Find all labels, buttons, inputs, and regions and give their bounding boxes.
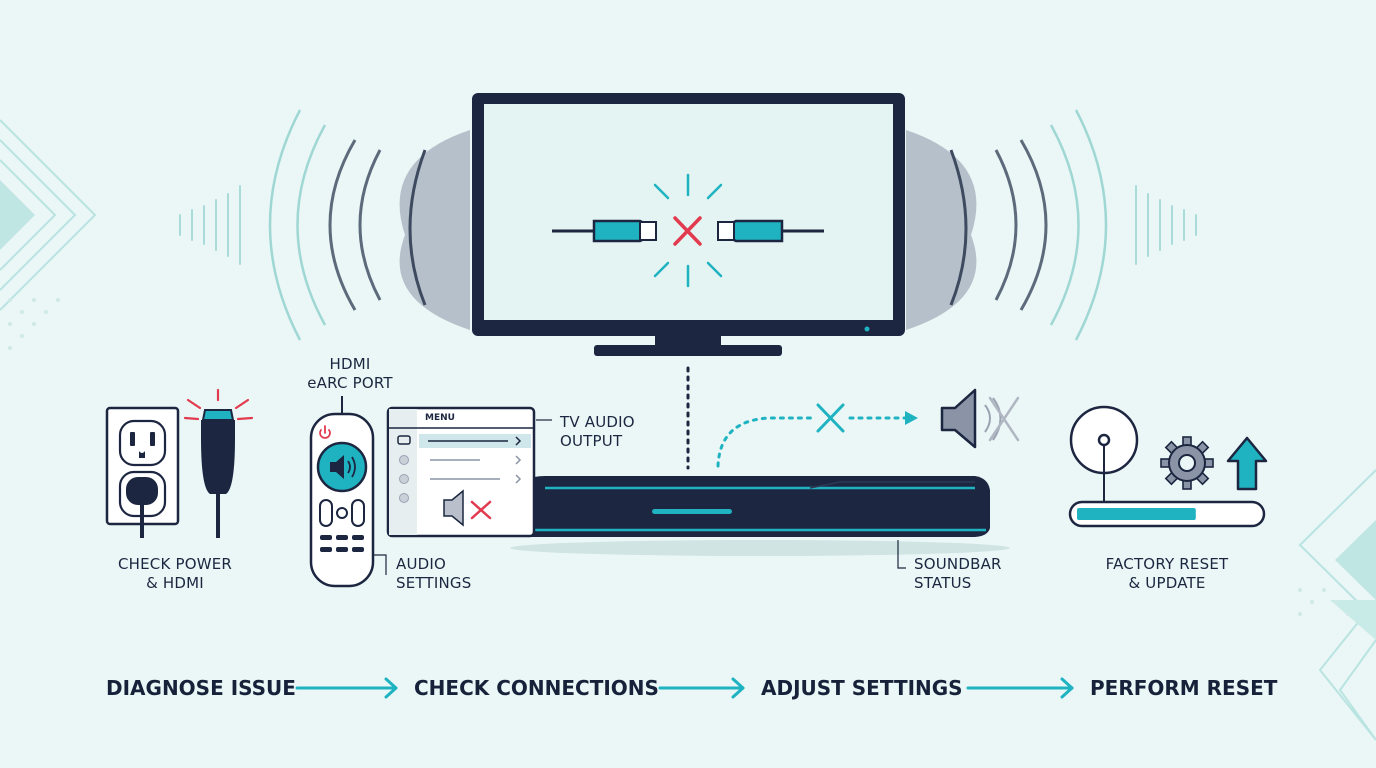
audio-settings-label-line1: AUDIO (396, 555, 447, 573)
soundbar-status-label: SOUNDBAR STATUS (914, 555, 1002, 593)
factory-reset-label-line2: & UPDATE (1128, 574, 1206, 592)
hdmi-earc-label-line1: HDMI (329, 355, 371, 373)
step-perform-reset: PERFORM RESET (1090, 676, 1278, 700)
arrow-right-icon (658, 677, 745, 699)
arrow-right-icon (295, 677, 398, 699)
progress-bar-fill (1077, 508, 1196, 520)
factory-reset-label: FACTORY RESET & UPDATE (1087, 555, 1247, 593)
hdmi-earc-label: HDMI eARC PORT (300, 355, 400, 393)
step-diagnose-issue: DIAGNOSE ISSUE (106, 676, 296, 700)
tv-audio-output-label-line1: TV AUDIO (560, 413, 635, 431)
menu-title: MENU (425, 413, 455, 423)
step-adjust-settings: ADJUST SETTINGS (761, 676, 963, 700)
soundbar-status-label-line2: STATUS (914, 574, 972, 592)
hdmi-earc-label-line2: eARC PORT (307, 374, 393, 392)
audio-settings-label-line2: SETTINGS (396, 574, 472, 592)
factory-reset-label-line1: FACTORY RESET (1105, 555, 1229, 573)
arrow-right-icon (966, 677, 1074, 699)
step-check-connections: CHECK CONNECTIONS (414, 676, 659, 700)
soundbar-status-label-line1: SOUNDBAR (914, 555, 1002, 573)
check-power-label-line2: & HDMI (146, 574, 204, 592)
check-power-label-line1: CHECK POWER (117, 555, 233, 573)
check-power-label: CHECK POWER & HDMI (100, 555, 250, 593)
tv-audio-output-label-line2: OUTPUT (560, 432, 623, 450)
audio-settings-label: AUDIO SETTINGS (396, 555, 471, 593)
tv-audio-output-label: TV AUDIO OUTPUT (560, 413, 635, 451)
